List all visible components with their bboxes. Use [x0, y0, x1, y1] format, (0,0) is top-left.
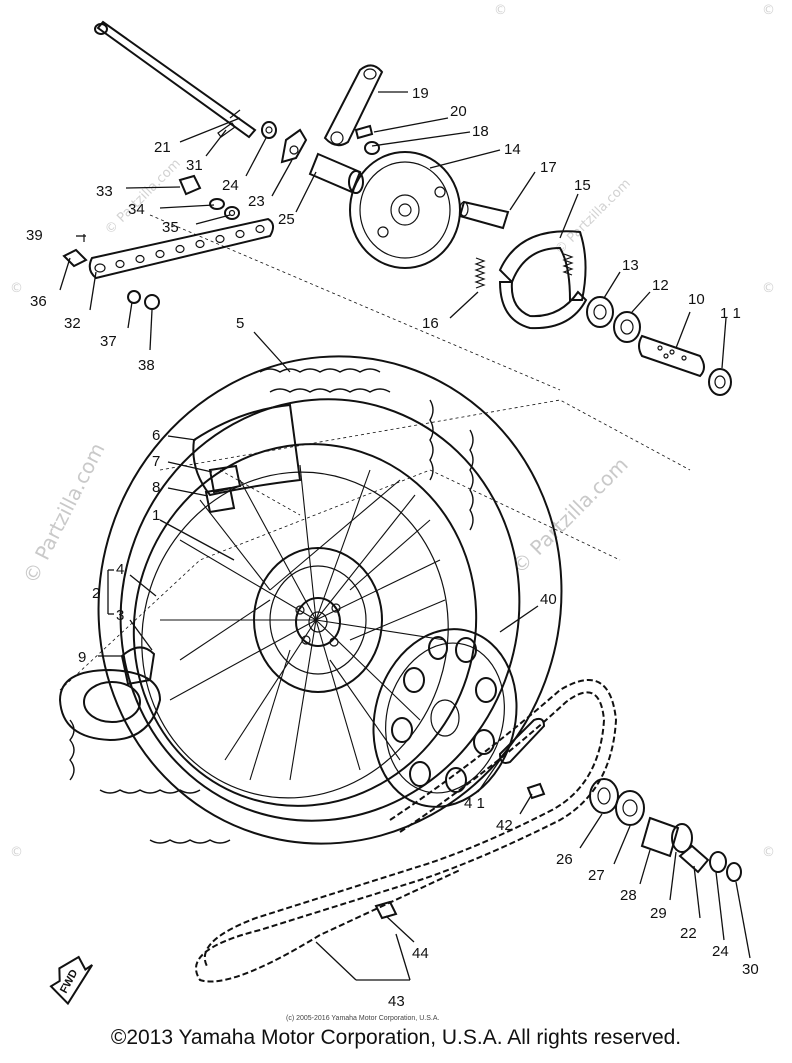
callout-7: 7: [152, 453, 160, 470]
watermark-text: © Partzilla.com: [552, 176, 634, 258]
drive-chain: [195, 679, 618, 983]
watermark-mark: ©: [762, 281, 775, 296]
callout-40: 40: [540, 591, 557, 608]
fwd-arrow: FWD: [49, 955, 94, 1006]
callout-38: 38: [138, 357, 155, 374]
brake-spring: [474, 253, 574, 289]
callout-25: 25: [278, 211, 295, 228]
alignment-lines: [59, 214, 691, 691]
callout-42: 42: [496, 817, 513, 834]
rim-band: [192, 403, 302, 514]
callout-29: 29: [650, 905, 667, 922]
callout-36: 36: [30, 293, 47, 310]
callout-31: 31: [186, 157, 203, 174]
brake-shoe-plate: [349, 151, 461, 269]
callout-19: 19: [412, 85, 429, 102]
callout-14: 14: [504, 141, 521, 158]
callout-3: 3: [116, 607, 124, 624]
sprocket-side-hub: [589, 778, 742, 882]
callout-10: 10: [688, 291, 705, 308]
callout-2: 2: [92, 585, 100, 602]
callout-43: 43: [388, 993, 405, 1010]
watermark-mark: ©: [762, 845, 775, 860]
callout-6: 6: [152, 427, 160, 444]
callout-5: 5: [236, 315, 244, 332]
callout-32: 32: [64, 315, 81, 332]
callout-16: 16: [422, 315, 439, 332]
callout-33: 33: [96, 183, 113, 200]
rear-wheel: [69, 355, 563, 845]
callout-24: 24: [222, 177, 239, 194]
rear-axle: [94, 20, 257, 139]
hub-bearings: [586, 296, 732, 396]
callout-12: 12: [652, 277, 669, 294]
callout-28: 28: [620, 887, 637, 904]
callout-1: 1: [152, 507, 160, 524]
callout-4: 4: [116, 561, 124, 578]
callout-8: 8: [152, 479, 160, 496]
watermark-mark: ©: [494, 3, 507, 18]
callout-23: 23: [248, 193, 265, 210]
callout-34: 34: [128, 201, 145, 218]
callout-26: 26: [556, 851, 573, 868]
callout-numbers: 19 20 18 14 17 15 16 13 12 10 1 1 21 31 …: [26, 85, 759, 1010]
callout-44: 44: [412, 945, 429, 962]
callout-21: 21: [154, 139, 171, 156]
callout-9: 9: [78, 649, 86, 666]
watermark-mark: ©: [10, 281, 23, 296]
callout-15: 15: [574, 177, 591, 194]
watermark-mark: ©: [10, 845, 23, 860]
callout-27: 27: [588, 867, 605, 884]
callout-39: 39: [26, 227, 43, 244]
callout-13: 13: [622, 257, 639, 274]
copyright-notice: ©2013 Yamaha Motor Corporation, U.S.A. A…: [110, 1026, 682, 1049]
callout-35: 35: [162, 219, 179, 236]
watermark-text: © Partzilla.com: [18, 439, 109, 587]
brake-cam: [458, 200, 510, 230]
callout-11: 1 1: [720, 305, 741, 322]
brake-cam-lever: [308, 64, 384, 194]
leader-lines: [59, 91, 751, 981]
callout-37: 37: [100, 333, 117, 350]
callout-22: 22: [680, 925, 697, 942]
callout-20: 20: [450, 103, 467, 120]
wheel-spokes: [160, 464, 446, 781]
torque-arm: [62, 217, 274, 310]
inner-copyright: (c) 2005-2016 Yamaha Motor Corporation, …: [286, 1015, 439, 1022]
callout-30: 30: [742, 961, 759, 978]
brake-shoes: [498, 230, 588, 330]
fwd-label: FWD: [58, 968, 80, 996]
watermark-mark: ©: [762, 3, 775, 18]
axle-hardware: [178, 121, 308, 220]
callout-41: 4 1: [464, 795, 485, 812]
tire-cutaway: [58, 646, 162, 742]
chain-master-link: [374, 717, 546, 920]
callout-24-right: 24: [712, 943, 729, 960]
callout-18: 18: [472, 123, 489, 140]
callout-17: 17: [540, 159, 557, 176]
rear-sprocket: [372, 628, 518, 808]
watermark-text: © Partzilla.com: [507, 452, 633, 578]
